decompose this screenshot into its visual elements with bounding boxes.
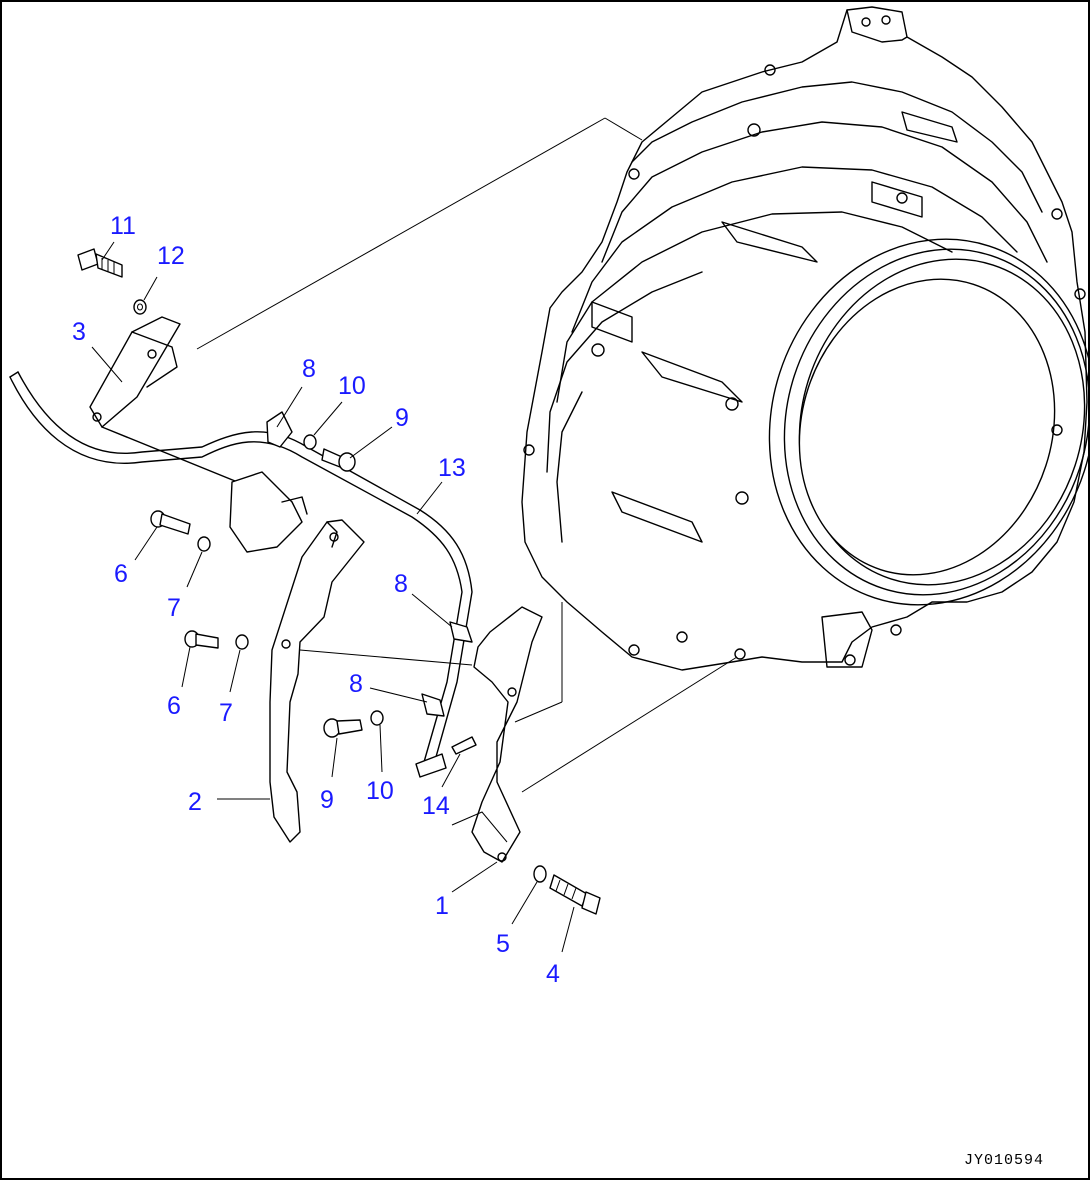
washer-10-lower	[370, 710, 384, 726]
callout-2[interactable]: 2	[188, 788, 202, 816]
callout-7[interactable]: 7	[219, 699, 233, 727]
callout-labels: 11 12 3 8 10 9 13 6 7 8 6 7 8 9 10 14 2 …	[72, 212, 560, 988]
callout-4[interactable]: 4	[546, 960, 560, 988]
callout-8[interactable]: 8	[349, 670, 363, 698]
pipe-13	[9, 371, 473, 765]
bolt-11	[77, 248, 123, 278]
callout-12[interactable]: 12	[157, 242, 185, 270]
bolt-9-upper	[321, 448, 356, 472]
callout-8[interactable]: 8	[302, 355, 316, 383]
alignment-lines	[196, 117, 738, 793]
clip-8-middle	[449, 621, 473, 643]
bracket-3	[89, 316, 308, 553]
bolt-6-upper	[150, 510, 191, 535]
washer-7-upper	[197, 536, 211, 552]
callout-7[interactable]: 7	[167, 594, 181, 622]
callout-9[interactable]: 9	[395, 404, 409, 432]
callout-14[interactable]: 14	[422, 792, 450, 820]
washer-5	[533, 865, 547, 883]
callout-13[interactable]: 13	[438, 454, 466, 482]
bolt-4	[549, 874, 601, 915]
bracket-2	[269, 519, 365, 843]
callout-10[interactable]: 10	[366, 777, 394, 805]
washer-12	[133, 299, 147, 315]
flywheel-housing	[521, 6, 1088, 671]
callout-1[interactable]: 1	[435, 892, 449, 920]
callout-10[interactable]: 10	[338, 372, 366, 400]
stud-14	[415, 736, 477, 778]
callout-6[interactable]: 6	[167, 692, 181, 720]
callout-11[interactable]: 11	[110, 212, 136, 240]
callout-9[interactable]: 9	[320, 786, 334, 814]
drawing-reference-code: JY010594	[964, 1152, 1044, 1169]
clip-8-upper	[266, 411, 293, 448]
washer-10-upper	[303, 434, 317, 450]
bolt-6-lower	[184, 630, 219, 649]
bracket-1	[451, 606, 543, 863]
callout-leaders	[91, 241, 575, 953]
callout-8[interactable]: 8	[394, 570, 408, 598]
callout-5[interactable]: 5	[496, 930, 510, 958]
washer-7-lower	[235, 634, 249, 650]
bolt-9-lower	[323, 718, 363, 738]
clip-8-lower	[421, 693, 445, 717]
callout-3[interactable]: 3	[72, 318, 86, 346]
callout-6[interactable]: 6	[114, 560, 128, 588]
